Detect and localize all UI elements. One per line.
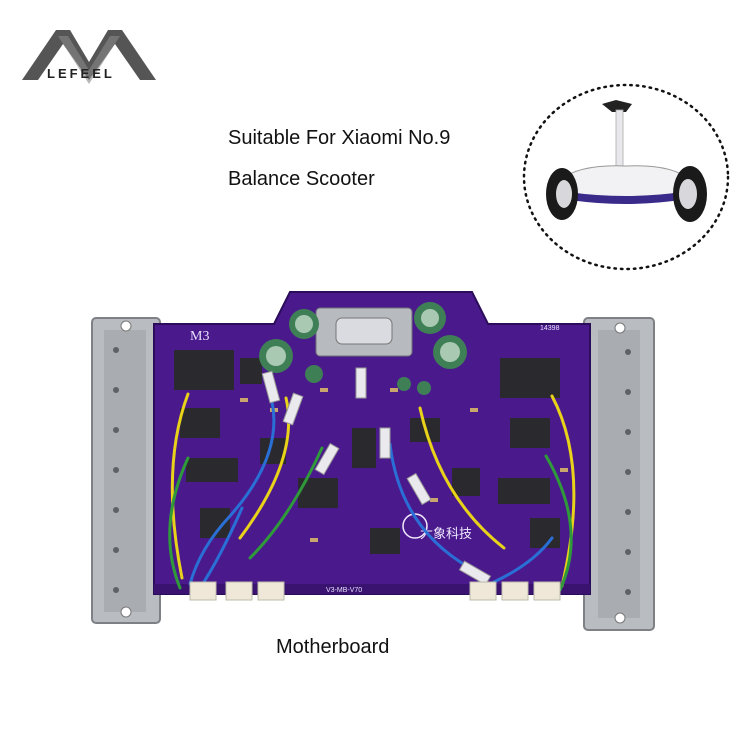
board-label-m3: M3 xyxy=(190,329,209,344)
logo-wordmark: LEFEEL xyxy=(47,66,115,81)
motherboard-image: M3 14398 V3-MB-V70 大象科技 xyxy=(91,291,655,631)
scooter-image xyxy=(522,83,730,271)
product-label: Motherboard xyxy=(276,636,390,658)
caption-line-1: Suitable For Xiaomi No.9 xyxy=(228,127,451,149)
lefeel-logo xyxy=(22,30,156,84)
caption-line-2: Balance Scooter xyxy=(228,168,375,190)
board-label-part: V3-MB-V70 xyxy=(326,587,362,594)
board-label-code: 14398 xyxy=(540,325,560,332)
